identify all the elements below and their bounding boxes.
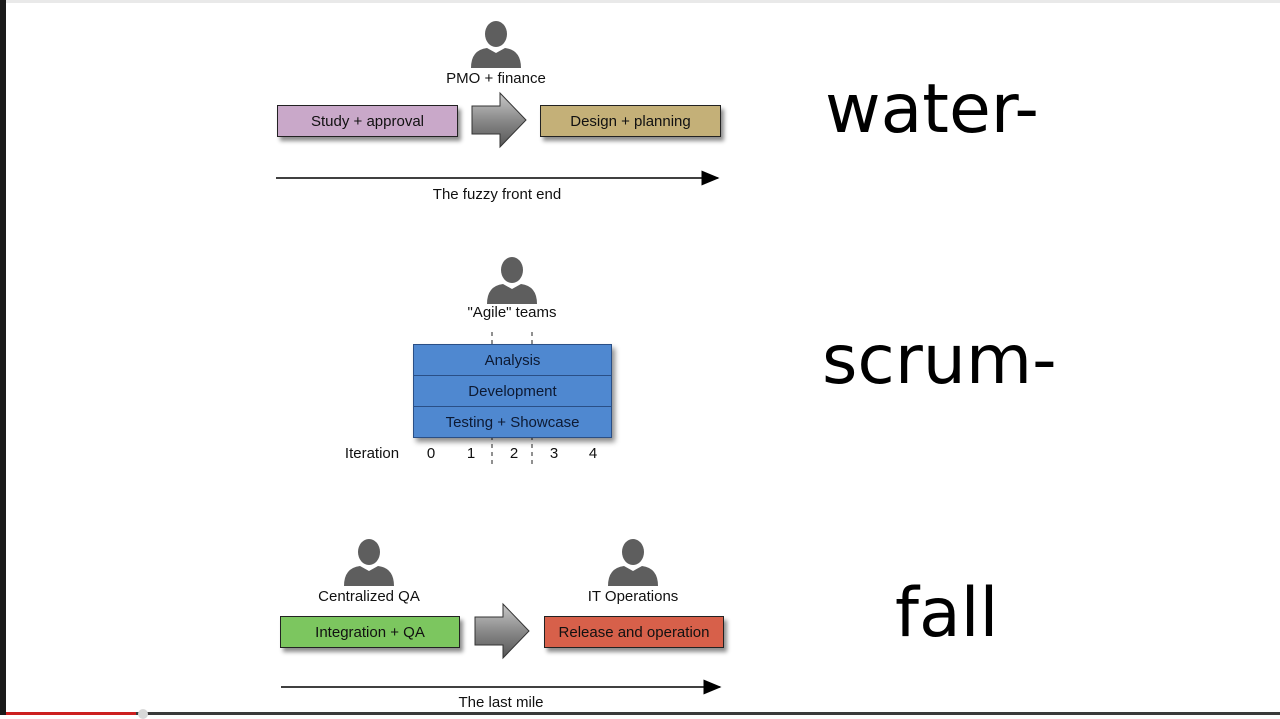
- iteration-label: Iteration: [344, 445, 400, 462]
- top-edge-line: [6, 0, 1280, 3]
- release-operation-box: Release and operation: [544, 616, 724, 648]
- last-mile-label: The last mile: [458, 694, 544, 711]
- agile-teams-label: "Agile" teams: [467, 304, 557, 321]
- fuzzy-front-end-label: The fuzzy front end: [432, 186, 562, 203]
- iteration-tick-0: 0: [426, 445, 436, 462]
- iteration-tick-2: 2: [509, 445, 519, 462]
- left-edge-bar: [0, 0, 6, 715]
- study-approval-box: Study + approval: [277, 105, 458, 137]
- stack-row-testing: Testing + Showcase: [414, 407, 611, 437]
- centralized-qa-label: Centralized QA: [318, 588, 420, 605]
- iteration-tick-4: 4: [588, 445, 598, 462]
- word-water: water-: [825, 70, 1039, 149]
- pmo-finance-label: PMO + finance: [446, 70, 546, 87]
- person-icon-pmo: [469, 20, 523, 68]
- video-progress-played: [6, 712, 136, 715]
- iteration-tick-1: 1: [466, 445, 476, 462]
- person-icon-agile: [485, 256, 539, 304]
- stack-row-analysis: Analysis: [414, 345, 611, 376]
- block-arrow-top: [471, 91, 527, 149]
- integration-qa-box: Integration + QA: [280, 616, 460, 648]
- stack-row-development: Development: [414, 376, 611, 407]
- iteration-tick-3: 3: [549, 445, 559, 462]
- word-scrum: scrum-: [822, 321, 1057, 400]
- block-arrow-bottom: [474, 602, 530, 660]
- design-planning-box: Design + planning: [540, 105, 721, 137]
- video-progress-track[interactable]: [6, 712, 1280, 715]
- word-fall: fall: [895, 574, 999, 653]
- it-operations-label: IT Operations: [587, 588, 679, 605]
- person-icon-qa: [342, 538, 396, 586]
- person-icon-it-ops: [606, 538, 660, 586]
- iteration-stack: Analysis Development Testing + Showcase: [413, 344, 612, 438]
- video-scrubber-handle[interactable]: [138, 709, 148, 719]
